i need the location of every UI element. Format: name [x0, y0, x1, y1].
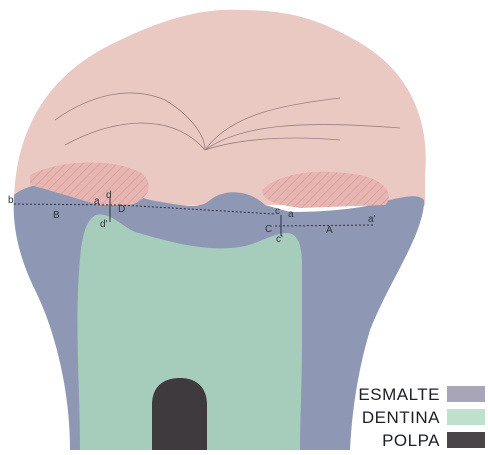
legend-label-dentina: DENTINA	[362, 408, 440, 427]
label-D: D	[118, 204, 125, 215]
label-C: C	[265, 224, 272, 235]
legend-swatch-dentina	[447, 409, 485, 425]
legend-label-polpa: POLPA	[382, 431, 440, 450]
pulp-chamber	[152, 378, 207, 450]
label-a-left: a	[94, 196, 100, 207]
label-A: A	[326, 225, 333, 236]
label-b: b	[8, 195, 14, 206]
legend-label-esmalte: ESMALTE	[358, 385, 440, 404]
label-d-top: d	[106, 190, 112, 201]
label-B: B	[53, 210, 60, 221]
label-a-prime: a'	[368, 214, 376, 225]
legend-item-esmalte: ESMALTE	[358, 385, 485, 404]
legend-item-polpa: POLPA	[382, 431, 485, 450]
label-d-prime: d'	[100, 219, 108, 230]
legend-item-dentina: DENTINA	[362, 408, 485, 427]
legend: ESMALTE DENTINA POLPA	[358, 385, 485, 450]
legend-swatch-polpa	[447, 432, 485, 448]
legend-swatch-esmalte	[447, 386, 485, 402]
label-a-right: a	[288, 209, 294, 220]
label-c-prime: c'	[276, 234, 283, 245]
label-c-top: c	[275, 206, 280, 217]
